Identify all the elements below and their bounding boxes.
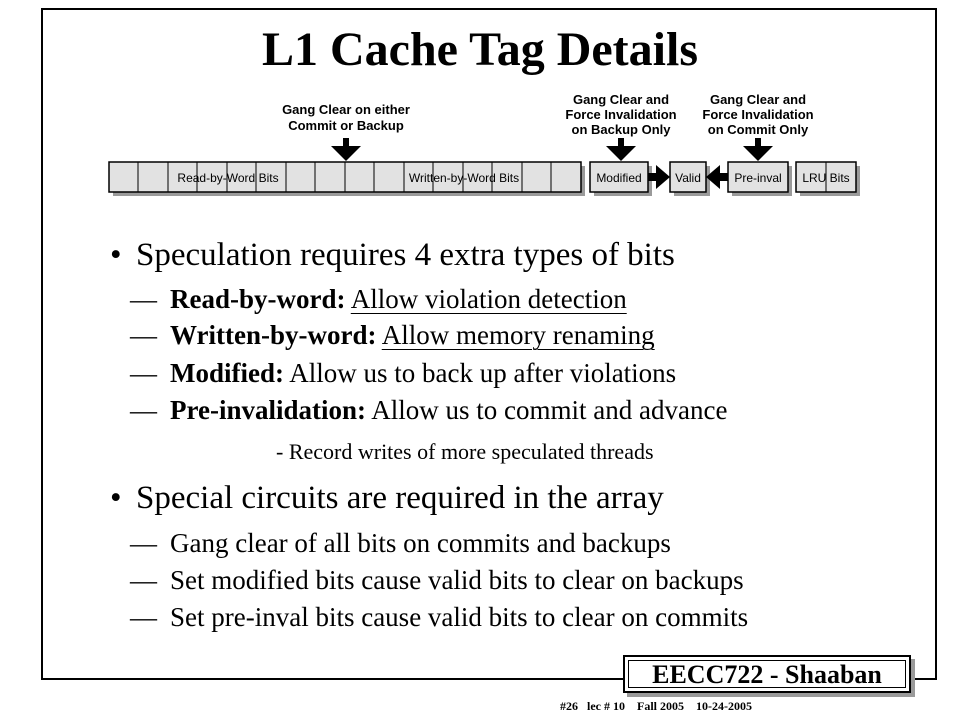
down-arrow-icon bbox=[606, 138, 636, 161]
callout-text: on Backup Only bbox=[572, 122, 672, 137]
sub-point-term: Written-by-word: bbox=[170, 320, 377, 350]
pre-inval-field bbox=[727, 161, 789, 193]
sub-point: — Read-by-word: Allow violation detection bbox=[130, 282, 627, 316]
sub-point: — Gang clear of all bits on commits and b… bbox=[130, 526, 671, 560]
bullet-text: Special circuits are required in the arr… bbox=[136, 480, 664, 516]
sub-point-desc: Allow us to commit and advance bbox=[371, 395, 728, 425]
sub-point: — Set modified bits cause valid bits to c… bbox=[130, 563, 744, 597]
bullet-text: Speculation requires 4 extra types of bi… bbox=[136, 237, 675, 273]
bullet-dot-icon: • bbox=[110, 237, 122, 273]
lecture-number: lec # 10 bbox=[587, 699, 625, 713]
course-badge: EECC722 - Shaaban bbox=[623, 655, 911, 693]
sub-point: — Written-by-word: Allow memory renaming bbox=[130, 318, 655, 352]
callout-text: Gang Clear and bbox=[573, 92, 669, 107]
date-label: 10-24-2005 bbox=[696, 699, 752, 713]
pre-inval-label: Pre-inval bbox=[734, 171, 781, 185]
sub-point-text: Set modified bits cause valid bits to cl… bbox=[170, 565, 744, 595]
term-label: Fall 2005 bbox=[637, 699, 684, 713]
dash-icon: — bbox=[130, 358, 157, 388]
callout-text: Force Invalidation bbox=[702, 107, 813, 122]
slide-number: #26 bbox=[560, 699, 578, 713]
dash-icon: — bbox=[130, 395, 157, 425]
note-text: - Record writes of more speculated threa… bbox=[276, 439, 654, 464]
callout-text: Commit or Backup bbox=[288, 118, 404, 133]
sub-point-text: Set pre-inval bits cause valid bits to c… bbox=[170, 602, 749, 632]
dash-icon: — bbox=[130, 284, 157, 314]
course-badge-text: EECC722 - Shaaban bbox=[652, 660, 882, 689]
callout-text: Gang Clear and bbox=[710, 92, 806, 107]
bullet-dot-icon: • bbox=[110, 480, 122, 516]
sub-point-term: Read-by-word: bbox=[170, 284, 346, 314]
bullet-point: • Speculation requires 4 extra types of b… bbox=[110, 235, 675, 275]
down-arrow-icon bbox=[331, 138, 361, 161]
left-arrow-icon bbox=[706, 165, 728, 189]
dash-icon: — bbox=[130, 602, 157, 632]
sub-point-term: Modified: bbox=[170, 358, 284, 388]
sub-point-text: Gang clear of all bits on commits and ba… bbox=[170, 528, 671, 558]
sub-point: — Modified: Allow us to back up after vio… bbox=[130, 356, 676, 390]
sub-point-desc: Allow us to back up after violations bbox=[289, 358, 677, 388]
right-arrow-icon bbox=[648, 165, 670, 189]
valid-label: Valid bbox=[675, 171, 701, 185]
sub-point-desc: Allow violation detection bbox=[350, 284, 627, 314]
read-by-word-label: Read-by-Word Bits bbox=[177, 171, 278, 185]
modified-label: Modified bbox=[596, 171, 641, 185]
down-arrow-icon bbox=[743, 138, 773, 161]
callout-text: Force Invalidation bbox=[565, 107, 676, 122]
dash-icon: — bbox=[130, 320, 157, 350]
dash-icon: — bbox=[130, 565, 157, 595]
written-by-word-label: Written-by-Word Bits bbox=[409, 171, 519, 185]
callout-text: Gang Clear on either bbox=[282, 102, 410, 117]
slide-title: L1 Cache Tag Details bbox=[261, 23, 699, 76]
callout-text: on Commit Only bbox=[708, 122, 809, 137]
sub-point-term: Pre-invalidation: bbox=[170, 395, 367, 425]
slide-frame bbox=[41, 8, 937, 680]
dash-icon: — bbox=[130, 528, 157, 558]
bullet-point: • Special circuits are required in the ar… bbox=[110, 478, 664, 518]
modified-field bbox=[589, 161, 649, 193]
slide-meta: #26 lec # 10 Fall 2005 10-24-2005 bbox=[560, 699, 752, 713]
lru-label: LRU Bits bbox=[802, 171, 849, 185]
sub-point: — Pre-invalidation: Allow us to commit an… bbox=[130, 393, 727, 427]
sub-point-desc: Allow memory renaming bbox=[381, 320, 655, 350]
sub-point: — Set pre-inval bits cause valid bits to … bbox=[130, 600, 748, 634]
